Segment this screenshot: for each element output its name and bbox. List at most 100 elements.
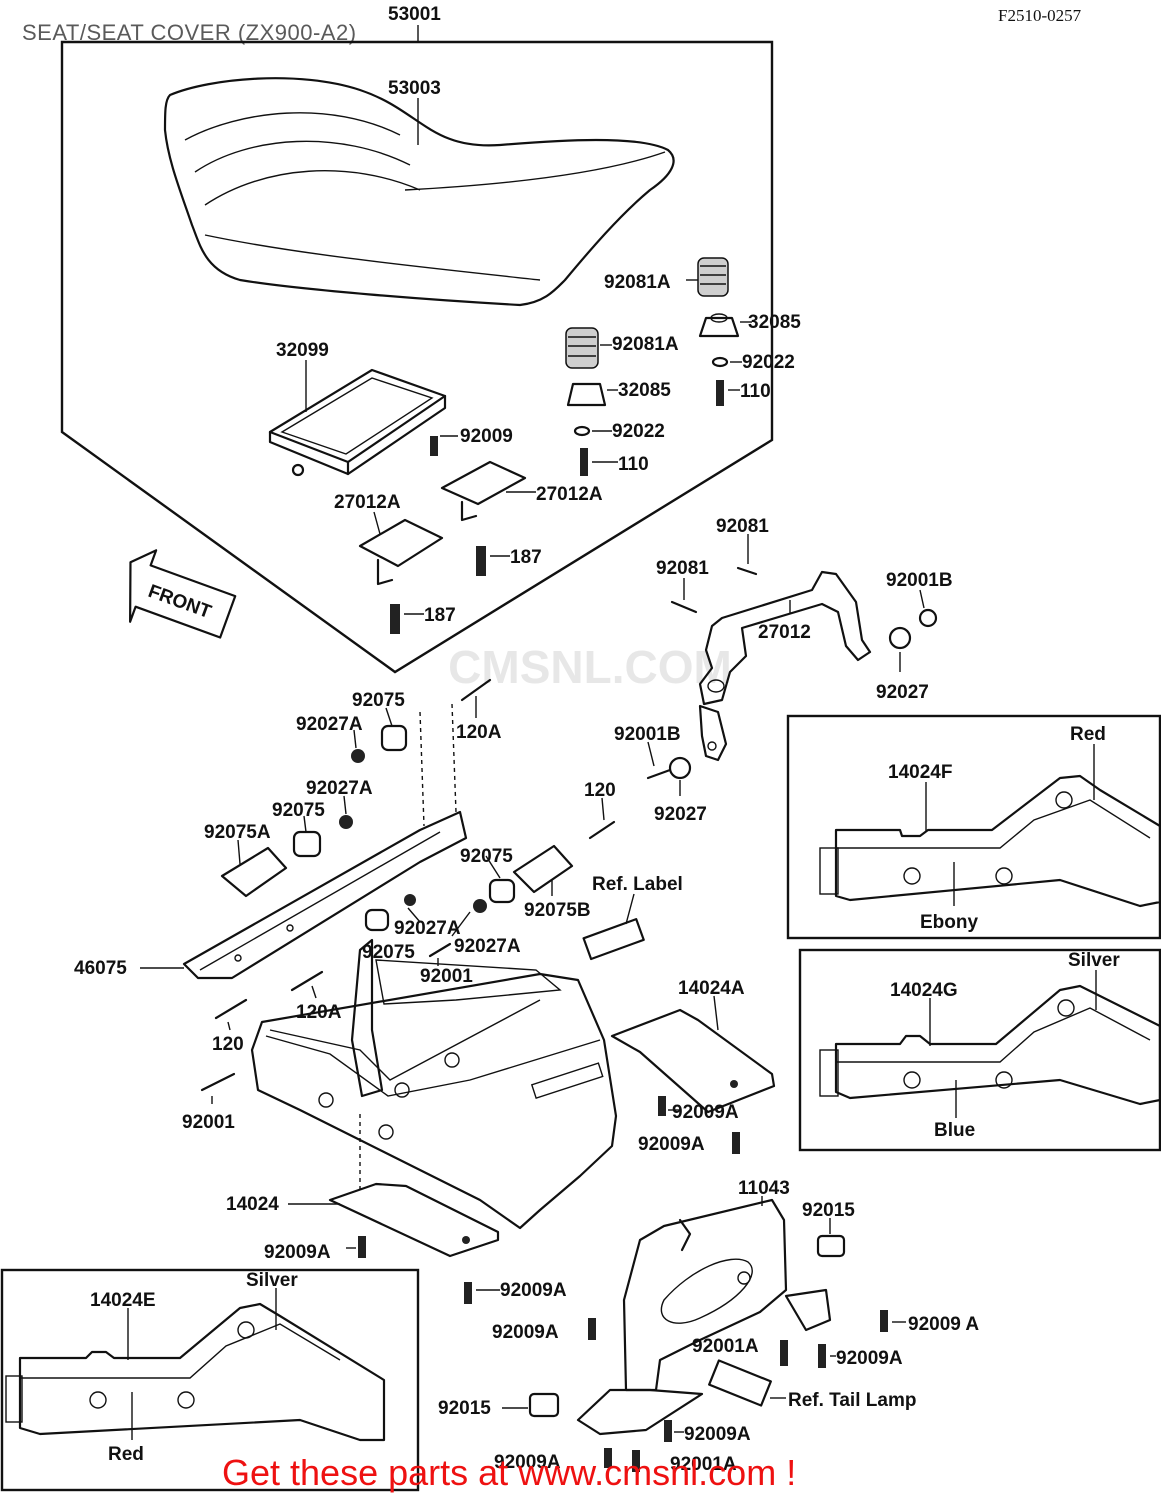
screw-92009a-4[interactable] bbox=[464, 1282, 472, 1304]
seat[interactable] bbox=[163, 77, 675, 307]
screw-92009[interactable] bbox=[430, 436, 438, 456]
label-92001-upper[interactable]: 92001 bbox=[420, 966, 473, 987]
label-92081-lower[interactable]: 92081 bbox=[656, 558, 709, 579]
label-92022-upper[interactable]: 92022 bbox=[742, 352, 795, 373]
spring-92081-upper[interactable] bbox=[736, 566, 758, 576]
label-32099[interactable]: 32099 bbox=[276, 340, 329, 361]
washer-92022-lower[interactable] bbox=[573, 425, 591, 437]
label-92009a-1[interactable]: 92009A bbox=[672, 1102, 739, 1123]
label-14024[interactable]: 14024 bbox=[226, 1194, 279, 1215]
damper-upper[interactable] bbox=[698, 313, 740, 338]
bolt-92001b-right[interactable] bbox=[918, 608, 938, 628]
label-92015-upper[interactable]: 92015 bbox=[802, 1200, 855, 1221]
label-92075b[interactable]: 92075B bbox=[524, 900, 591, 921]
label-92075-lower[interactable]: 92075 bbox=[362, 942, 415, 963]
grab-rail-46075[interactable] bbox=[182, 810, 468, 980]
grommet-92075-lower[interactable] bbox=[364, 908, 390, 932]
label-187-right[interactable]: 187 bbox=[510, 547, 542, 568]
label-32085-upper[interactable]: 32085 bbox=[748, 312, 801, 333]
label-92009a-6[interactable]: 92009 A bbox=[908, 1314, 979, 1335]
label-92009a-7[interactable]: 92009A bbox=[836, 1348, 903, 1369]
bracket-27012a-right[interactable] bbox=[440, 460, 527, 522]
nut-92027a-lower-right[interactable] bbox=[473, 899, 487, 913]
ref-label-sticker[interactable] bbox=[582, 918, 645, 961]
washer-92027-left[interactable] bbox=[668, 756, 692, 780]
spring-92081-lower[interactable] bbox=[670, 600, 698, 614]
label-92081-upper[interactable]: 92081 bbox=[716, 516, 769, 537]
label-27012a-right[interactable]: 27012A bbox=[536, 484, 603, 505]
inset-f-part[interactable]: 14024F bbox=[888, 762, 952, 783]
screw-92009a-1[interactable] bbox=[658, 1096, 666, 1116]
label-46075[interactable]: 46075 bbox=[74, 958, 127, 979]
storage-tray[interactable] bbox=[268, 368, 447, 477]
cushion-92075a[interactable] bbox=[220, 846, 288, 898]
bolt-110-upper[interactable] bbox=[716, 380, 724, 406]
label-92009a-9[interactable]: 92009A bbox=[494, 1452, 561, 1473]
label-110-upper[interactable]: 110 bbox=[740, 381, 771, 402]
screw-92001a-lower[interactable] bbox=[632, 1450, 640, 1472]
seat-lock-lever[interactable] bbox=[698, 570, 872, 762]
spring-lower[interactable] bbox=[565, 327, 599, 369]
label-92075-mid[interactable]: 92075 bbox=[272, 800, 325, 821]
bolt-120a-upper[interactable] bbox=[460, 678, 492, 702]
bolt-120-lower[interactable] bbox=[214, 998, 248, 1020]
label-27012[interactable]: 27012 bbox=[758, 622, 811, 643]
label-92009a-3[interactable]: 92009A bbox=[264, 1242, 331, 1263]
inset-e-part[interactable]: 14024E bbox=[90, 1290, 156, 1311]
bolt-120-upper[interactable] bbox=[588, 820, 616, 840]
label-27012a-left[interactable]: 27012A bbox=[334, 492, 401, 513]
label-92027a-lower-left[interactable]: 92027A bbox=[394, 918, 461, 939]
label-92001-lower[interactable]: 92001 bbox=[182, 1112, 235, 1133]
promo-link[interactable]: Get these parts at www.cmsnl.com ! bbox=[222, 1452, 797, 1493]
tail-lamp-ref[interactable] bbox=[708, 1359, 772, 1407]
bolt-187-right[interactable] bbox=[476, 546, 486, 576]
bracket-27012a-left[interactable] bbox=[358, 518, 444, 586]
label-11043[interactable]: 11043 bbox=[738, 1178, 790, 1199]
screw-92001-lower[interactable] bbox=[200, 1072, 236, 1092]
label-92001a-lower[interactable]: 92001A bbox=[670, 1454, 737, 1475]
nut-92027a-mid[interactable] bbox=[339, 815, 353, 829]
nut-92015-upper[interactable] bbox=[816, 1234, 846, 1258]
grommet-92075-right[interactable] bbox=[488, 878, 516, 904]
damper-lower[interactable] bbox=[566, 382, 607, 407]
label-120-upper[interactable]: 120 bbox=[584, 780, 616, 801]
label-120a-upper[interactable]: 120A bbox=[456, 722, 502, 743]
bolt-110-lower[interactable] bbox=[580, 448, 588, 476]
bolt-120a-lower[interactable] bbox=[290, 970, 324, 992]
washer-92022-upper[interactable] bbox=[711, 356, 729, 368]
label-32085-lower[interactable]: 32085 bbox=[618, 380, 671, 401]
side-cover-14024[interactable] bbox=[328, 1182, 500, 1258]
nut-92015-lower[interactable] bbox=[528, 1392, 560, 1418]
label-92009[interactable]: 92009 bbox=[460, 426, 513, 447]
label-110-lower[interactable]: 110 bbox=[618, 454, 649, 475]
tail-cover[interactable] bbox=[250, 938, 618, 1230]
label-ref-label[interactable]: Ref. Label bbox=[592, 874, 683, 895]
grommet-92075-mid[interactable] bbox=[292, 830, 322, 858]
screw-92009a-6[interactable] bbox=[880, 1310, 888, 1332]
screw-92009a-2[interactable] bbox=[732, 1132, 740, 1154]
nut-92027a-lower-left[interactable] bbox=[404, 894, 416, 906]
screw-92009a-5[interactable] bbox=[588, 1318, 596, 1340]
label-92009a-2[interactable]: 92009A bbox=[638, 1134, 705, 1155]
bracket-small-right[interactable] bbox=[784, 1288, 832, 1332]
label-92081a-lower[interactable]: 92081A bbox=[612, 334, 679, 355]
label-92009a-8[interactable]: 92009A bbox=[684, 1424, 751, 1445]
cushion-92075b[interactable] bbox=[512, 844, 574, 894]
label-92075-upper[interactable]: 92075 bbox=[352, 690, 405, 711]
inset-g-part[interactable]: 14024G bbox=[890, 980, 958, 1001]
label-92027a-lower-right[interactable]: 92027A bbox=[454, 936, 521, 957]
screw-92001a-upper[interactable] bbox=[780, 1340, 788, 1366]
label-92001a-upper[interactable]: 92001A bbox=[692, 1336, 759, 1357]
label-53001[interactable]: 53001 bbox=[388, 4, 441, 25]
screw-92009a-8[interactable] bbox=[664, 1420, 672, 1442]
label-92001b-left[interactable]: 92001B bbox=[614, 724, 681, 745]
label-92001b-right[interactable]: 92001B bbox=[886, 570, 953, 591]
label-92075a[interactable]: 92075A bbox=[204, 822, 271, 843]
tail-bracket-11043[interactable] bbox=[576, 1198, 788, 1436]
label-53003[interactable]: 53003 bbox=[388, 78, 441, 99]
washer-92027-right[interactable] bbox=[888, 626, 912, 650]
label-92027-right[interactable]: 92027 bbox=[876, 682, 929, 703]
label-120-lower[interactable]: 120 bbox=[212, 1034, 244, 1055]
label-92009a-4[interactable]: 92009A bbox=[500, 1280, 567, 1301]
label-92027a-upper[interactable]: 92027A bbox=[296, 714, 363, 735]
